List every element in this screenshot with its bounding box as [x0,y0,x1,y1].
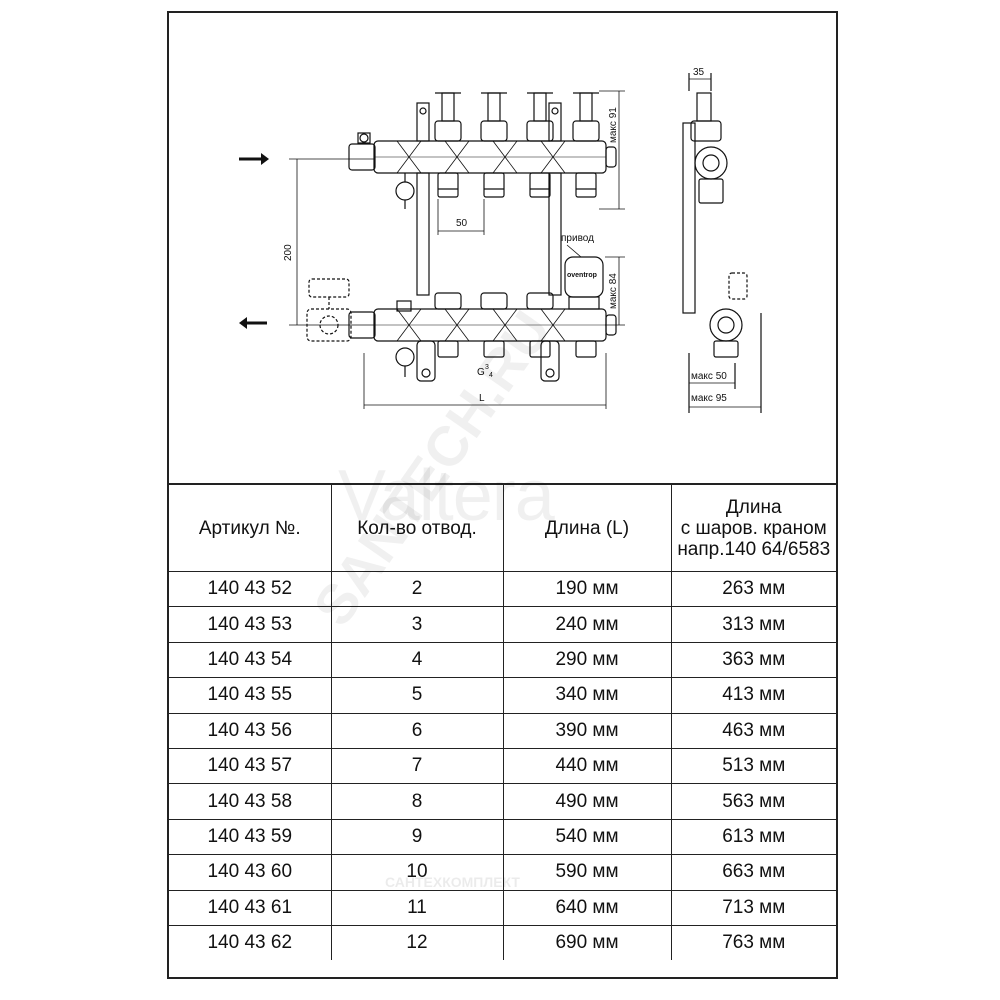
cell-article: 140 43 62 [169,924,332,961]
specification-table: Артикул №. Кол-во отвод. Длина (L) Длина… [169,483,836,961]
header-article: Артикул №. [169,483,332,572]
cell-article: 140 43 53 [169,606,332,643]
dim-max50-label: макс 50 [691,371,727,382]
cell-outlets: 10 [330,854,504,891]
ball-valve-outline [306,278,352,342]
cell-outlets: 5 [330,677,504,714]
cell-article: 140 43 60 [169,854,332,891]
cell-length: 490 мм [502,783,672,820]
table-header-row: Артикул №. Кол-во отвод. Длина (L) Длина… [169,483,836,572]
cell-outlets: 3 [330,606,504,643]
cell-article: 140 43 59 [169,818,332,856]
cell-outlets: 6 [330,712,504,749]
spec-sheet: макс 91 макс 84 200 50 35 привод oventro… [167,11,838,979]
thread-sup-label: 3 [485,364,489,371]
cell-length-valve: 263 мм [670,570,836,608]
cell-length-valve: 463 мм [670,712,836,749]
header-length-valve-line2: с шаров. краном [680,517,827,539]
cell-length-valve: 663 мм [670,854,836,891]
brand-label: oventrop [567,272,597,279]
cell-length-valve: 763 мм [670,924,836,961]
cell-length: 590 мм [502,854,672,891]
header-length-valve-line3: напр.140 64/6583 [677,538,831,560]
cell-length: 690 мм [502,924,672,961]
header-length-valve-line1: Длина [725,496,782,518]
cell-outlets: 12 [330,924,504,961]
cell-article: 140 43 52 [169,570,332,608]
cell-article: 140 43 61 [169,889,332,926]
cell-article: 140 43 54 [169,641,332,679]
cell-length: 640 мм [502,889,672,926]
arrow-right-icon [239,153,269,165]
cell-length-valve: 363 мм [670,641,836,679]
side-view [682,73,762,413]
cell-length: 540 мм [502,818,672,856]
cell-length: 390 мм [502,712,672,749]
cell-article: 140 43 57 [169,747,332,785]
cell-length: 440 мм [502,747,672,785]
cell-outlets: 7 [330,747,504,785]
actuator-label: привод [561,233,594,244]
cell-length-valve: 513 мм [670,747,836,785]
cell-length: 240 мм [502,606,672,643]
cell-length-valve: 713 мм [670,889,836,926]
cell-length-valve: 613 мм [670,818,836,856]
cell-article: 140 43 58 [169,783,332,820]
cell-length-valve: 313 мм [670,606,836,643]
cell-outlets: 8 [330,783,504,820]
thread-sub-label: 4 [489,372,493,379]
cell-outlets: 9 [330,818,504,856]
header-length: Длина (L) [502,483,672,572]
technical-drawing: макс 91 макс 84 200 50 35 привод oventro… [169,13,836,483]
cell-length: 290 мм [502,641,672,679]
dim-length-label: L [479,393,485,404]
cell-length-valve: 563 мм [670,783,836,820]
dim-50-label: 50 [456,218,468,229]
cell-outlets: 2 [330,570,504,608]
dim-max91-label: макс 91 [608,107,619,143]
dim-200-label: 200 [283,244,294,261]
cell-length: 340 мм [502,677,672,714]
header-outlets: Кол-во отвод. [330,483,504,572]
cell-article: 140 43 55 [169,677,332,714]
cell-article: 140 43 56 [169,712,332,749]
header-length-with-valve: Длина с шаров. краном напр.140 64/6583 [670,483,836,572]
dim-max84-label: макс 84 [608,273,619,309]
cell-length-valve: 413 мм [670,677,836,714]
supply-bar [348,92,617,209]
manifold-drawing: макс 91 макс 84 200 50 35 привод oventro… [239,67,762,413]
dim-max95-label: макс 95 [691,393,727,404]
cell-outlets: 4 [330,641,504,679]
thread-main-label: G [477,367,485,378]
cell-outlets: 11 [330,889,504,926]
arrow-left-icon [239,317,267,329]
cell-length: 190 мм [502,570,672,608]
dim-35-label: 35 [693,67,705,78]
